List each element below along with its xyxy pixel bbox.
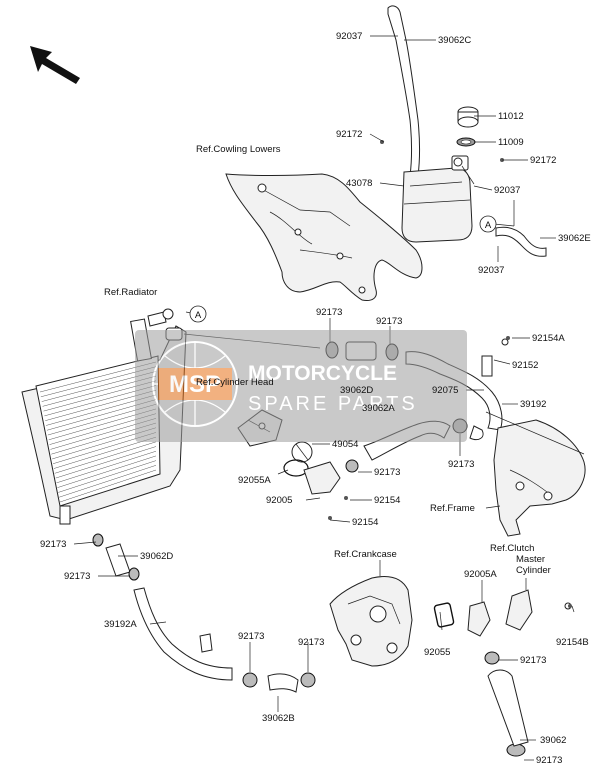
front-direction-arrow-icon: [30, 46, 80, 84]
label-39062b: 39062B: [262, 713, 295, 724]
label-39062: 39062: [540, 735, 566, 746]
label-92172-right: 92172: [530, 155, 556, 166]
radiator-fin: [53, 436, 157, 469]
ref-a-label-2: A: [485, 220, 492, 231]
label-39062c: 39062C: [438, 35, 471, 46]
label-92154-a: 92154: [374, 495, 400, 506]
part-labels: 92037 39062C 11012 11009 92172 92172 430…: [40, 31, 591, 766]
ref-a-marker-1: A: [189, 305, 207, 323]
label-92037-mid: 92037: [494, 185, 520, 196]
hose-39062: [487, 669, 529, 747]
radiator-fin: [58, 460, 157, 493]
label-39192a: 39192A: [104, 619, 137, 630]
label-92173-j: 92173: [536, 755, 562, 766]
overflow-hose-39062e: [495, 226, 547, 257]
cowling-lower-panel: [225, 173, 423, 301]
label-92037-bottom: 92037: [478, 265, 504, 276]
label-11009: 11009: [498, 137, 524, 148]
label-92037-top: 92037: [336, 31, 362, 42]
watermark-line-2: SPARE PARTS: [248, 393, 418, 415]
label-11012: 11012: [498, 111, 524, 122]
label-92173-f: 92173: [64, 571, 90, 582]
label-92152: 92152: [512, 360, 538, 371]
label-43078: 43078: [346, 178, 372, 189]
label-ref-cylinder-head: Ref.Cylinder Head: [196, 377, 274, 388]
radiator-fin: [57, 455, 157, 488]
label-39062e: 39062E: [558, 233, 591, 244]
cap-gasket: [456, 137, 476, 147]
label-92173-i: 92173: [298, 637, 324, 648]
label-ref-frame: Ref.Frame: [430, 503, 475, 514]
label-39062d-lower: 39062D: [140, 551, 173, 562]
label-92173-e: 92173: [40, 539, 66, 550]
label-92173-c: 92173: [448, 459, 474, 470]
label-ref-clutch-2: Master: [516, 554, 545, 565]
label-92173-b: 92173: [376, 316, 402, 327]
frame-bracket: [485, 411, 586, 537]
watermark-logo: MSP: [169, 371, 221, 398]
label-92154a: 92154A: [532, 333, 565, 344]
label-ref-cowling-lowers: Ref.Cowling Lowers: [196, 144, 281, 155]
ref-a-marker-2: A: [479, 215, 497, 233]
label-49054: 49054: [332, 439, 358, 450]
label-ref-clutch-3: Cylinder: [516, 565, 551, 576]
reservoir-hose-39062c: [387, 5, 420, 177]
label-92154-b: 92154: [352, 517, 378, 528]
radiator-fin: [54, 441, 157, 474]
reservoir-tank: [401, 155, 475, 243]
reservoir-cap: [457, 106, 479, 128]
radiator-fin: [56, 450, 157, 484]
watermark: MSP MOTORCYCLE SPARE PARTS: [135, 330, 467, 442]
ref-a-label-1: A: [195, 310, 202, 321]
label-92173-h: 92173: [238, 631, 264, 642]
label-ref-clutch-1: Ref.Clutch: [490, 543, 534, 554]
fitting-92005a: [467, 601, 491, 637]
small-hose-39062d-lower: [105, 543, 131, 577]
clutch-cylinder-bracket: [505, 589, 572, 631]
label-92055: 92055: [424, 647, 450, 658]
label-92005: 92005: [266, 495, 292, 506]
label-ref-radiator: Ref.Radiator: [104, 287, 157, 298]
label-92055a: 92055A: [238, 475, 271, 486]
watermark-line-1: MOTORCYCLE: [248, 362, 397, 385]
radiator-fin: [55, 446, 157, 479]
hose-39062b: [267, 673, 299, 693]
label-92173-g: 92173: [520, 655, 546, 666]
radiator-fin: [59, 469, 157, 503]
label-39062d-top: 39062D: [340, 385, 373, 396]
lower-radiator-hose-39192a: [133, 587, 233, 681]
label-39062a: 39062A: [362, 403, 395, 414]
label-92173-d: 92173: [374, 467, 400, 478]
crankcase: [329, 576, 413, 667]
label-92173-a: 92173: [316, 307, 342, 318]
radiator-fin: [59, 465, 157, 498]
label-92172-left: 92172: [336, 129, 362, 140]
label-92075: 92075: [432, 385, 458, 396]
label-92005a: 92005A: [464, 569, 497, 580]
label-ref-crankcase: Ref.Crankcase: [334, 549, 397, 560]
gasket-92055: [433, 602, 455, 628]
label-39192: 39192: [520, 399, 546, 410]
label-92154b: 92154B: [556, 637, 589, 648]
